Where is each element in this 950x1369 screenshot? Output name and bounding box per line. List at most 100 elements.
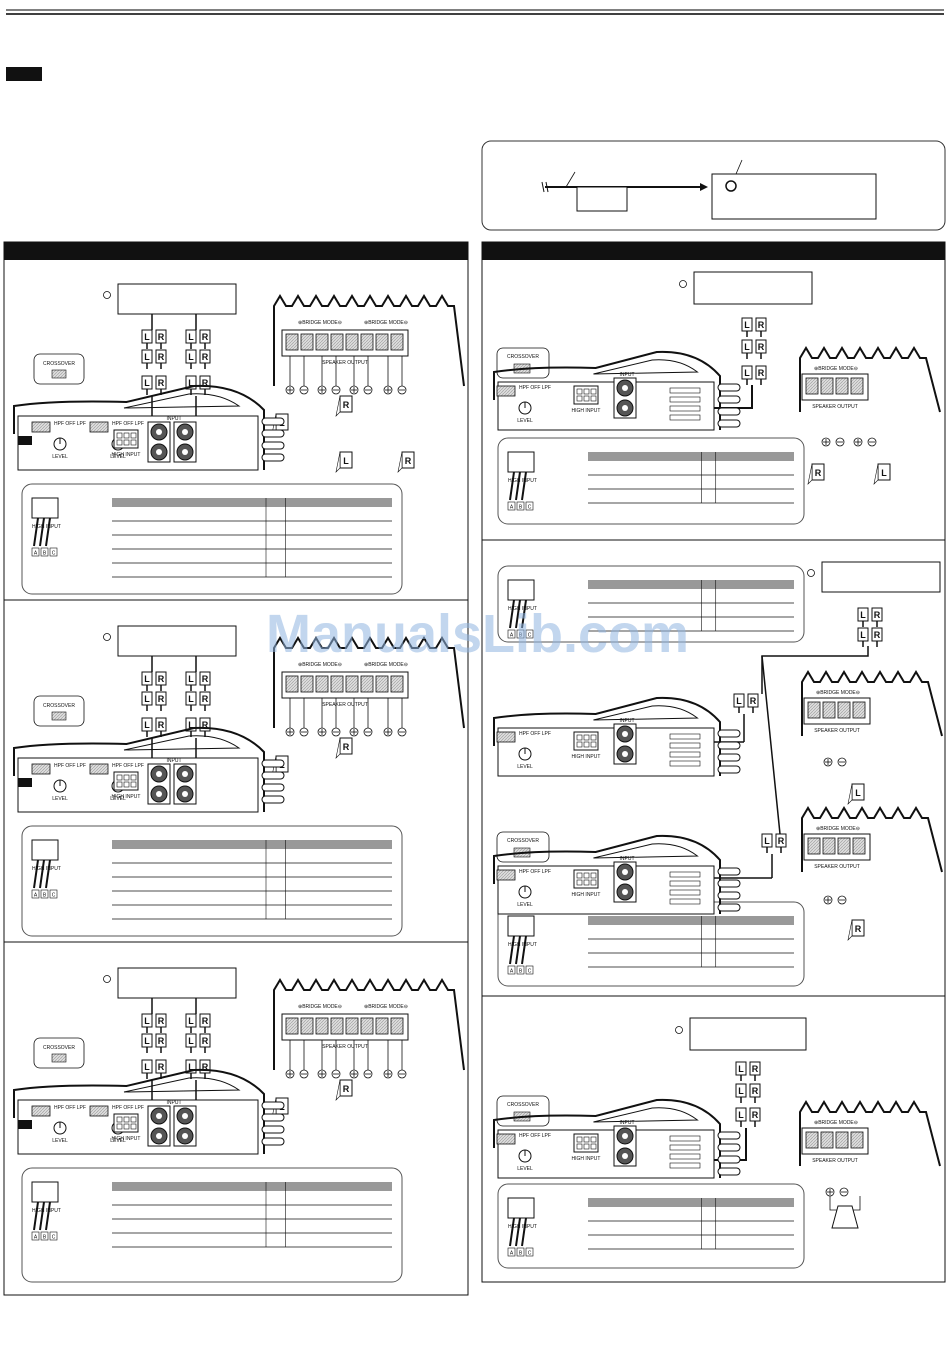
terminal-screw: [330, 1017, 344, 1035]
rca-label: R: [158, 378, 165, 388]
rca-label: L: [144, 1016, 150, 1026]
table-header-row: [588, 452, 794, 461]
connector-pin: [123, 774, 130, 781]
crossover-switch: [89, 763, 109, 775]
terminal-screw: [390, 1017, 404, 1035]
crossover-switch: [89, 421, 109, 433]
speaker-label: R: [343, 742, 350, 752]
heat-fin: [717, 879, 741, 888]
rca-plug: R: [749, 1107, 761, 1127]
crossover-mode-label: HPF OFF LPF: [54, 421, 86, 427]
heatsink-outline: [799, 1100, 941, 1167]
wire-tag: [516, 1247, 525, 1257]
wire-tag: [507, 1247, 516, 1257]
rca-jack-center: [622, 889, 628, 895]
wire-tag-label: C: [528, 505, 532, 511]
terminal-label: SPEAKER OUTPUT: [322, 1044, 368, 1050]
rca-label: L: [764, 836, 770, 846]
wire: [39, 859, 45, 889]
rca-label: R: [158, 332, 165, 342]
chassis-slot: [593, 359, 699, 375]
crossover-switch: [31, 421, 51, 433]
inset-connector: [31, 497, 59, 519]
connector-pin: [123, 1123, 130, 1130]
crossover-callout-label: CROSSOVER: [507, 838, 539, 844]
connector-pin: [130, 1123, 137, 1130]
rca-label: L: [144, 352, 150, 362]
terminal-screw: [835, 377, 849, 395]
rca-label: L: [144, 378, 150, 388]
terminal-screw: [315, 333, 329, 351]
rca-plug: L: [141, 349, 153, 369]
wire-tag: [40, 547, 49, 557]
speaker-label: L: [855, 788, 861, 798]
wire-tag: [525, 629, 534, 639]
rca-label: L: [188, 720, 194, 730]
heat-fin: [717, 1167, 741, 1176]
output-section: SPEAKER OUTPUT⊕BRIDGE MODE⊖⊕BRIDGE MODE⊖…: [271, 294, 465, 473]
crossover-callout: [496, 347, 550, 379]
wire-tag: [525, 501, 534, 511]
step-marker-icon: [675, 1026, 683, 1034]
input-label: INPUT: [620, 856, 635, 862]
terminal-screw: [805, 1131, 819, 1149]
rca-plug: R: [155, 691, 167, 711]
heatsink-outline: [801, 670, 943, 737]
rca-jack-center: [156, 791, 162, 797]
rca-jack-center: [156, 1113, 162, 1119]
wire: [515, 1217, 521, 1247]
crossover-callout-label: CROSSOVER: [43, 1045, 75, 1051]
bridge-mode-label: ⊕BRIDGE MODE⊖: [814, 1120, 858, 1126]
connector-pin: [576, 741, 583, 748]
wire-tag: [49, 889, 58, 899]
inset-connector: [507, 579, 535, 601]
rca-label: L: [188, 1036, 194, 1046]
rca-plug: R: [199, 329, 211, 349]
rca-plug: L: [141, 329, 153, 349]
rca-label: L: [738, 1064, 744, 1074]
rca-label: R: [158, 674, 165, 684]
crossover-switch: [496, 731, 516, 743]
rca-plug: L: [185, 1033, 197, 1053]
rca-label: L: [860, 630, 866, 640]
step-marker-icon: [807, 569, 815, 577]
rca-plug: R: [155, 1033, 167, 1053]
rca-label: R: [758, 368, 765, 378]
wire-tag-label: A: [510, 505, 514, 511]
speaker-label: L: [881, 468, 887, 478]
rca-label: L: [144, 332, 150, 342]
heat-fin: [261, 1101, 285, 1110]
rca-jack-center: [182, 1113, 188, 1119]
rca-label: L: [188, 1062, 194, 1072]
rca-plug: L: [141, 717, 153, 737]
wire-tag-label: A: [34, 893, 38, 899]
chassis-outline: [13, 1068, 265, 1154]
vent-slot: [669, 889, 701, 896]
rca-jack-center: [182, 771, 188, 777]
level-label: LEVEL: [52, 796, 68, 802]
vent-slot: [669, 1153, 701, 1160]
crossover-mode-label: HPF OFF LPF: [519, 385, 551, 391]
subwoofer-icon: [831, 1205, 859, 1229]
rca-plug: L: [741, 317, 753, 337]
terminal-label: SPEAKER OUTPUT: [322, 702, 368, 708]
rca-plug: R: [155, 349, 167, 369]
speaker-label: R: [815, 468, 822, 478]
chassis-outline: [493, 696, 721, 776]
terminal-screw: [820, 1131, 834, 1149]
crossover-mode-label: HPF OFF LPF: [54, 1105, 86, 1111]
channel-tag: [18, 1120, 32, 1129]
high-input-connector: [113, 1113, 139, 1133]
crossover-mode-label: HPF OFF LPF: [519, 1133, 551, 1139]
input-label: INPUT: [167, 416, 182, 422]
wire-tag-label: B: [519, 633, 523, 639]
rca-label: L: [188, 332, 194, 342]
connector-pin: [590, 1136, 597, 1143]
high-input-inset: [497, 901, 805, 987]
connector-pin: [116, 1116, 123, 1123]
wire-tag: [507, 501, 516, 511]
head-unit-box: [117, 625, 237, 657]
rca-label: L: [860, 610, 866, 620]
table-header-row: [588, 916, 794, 925]
